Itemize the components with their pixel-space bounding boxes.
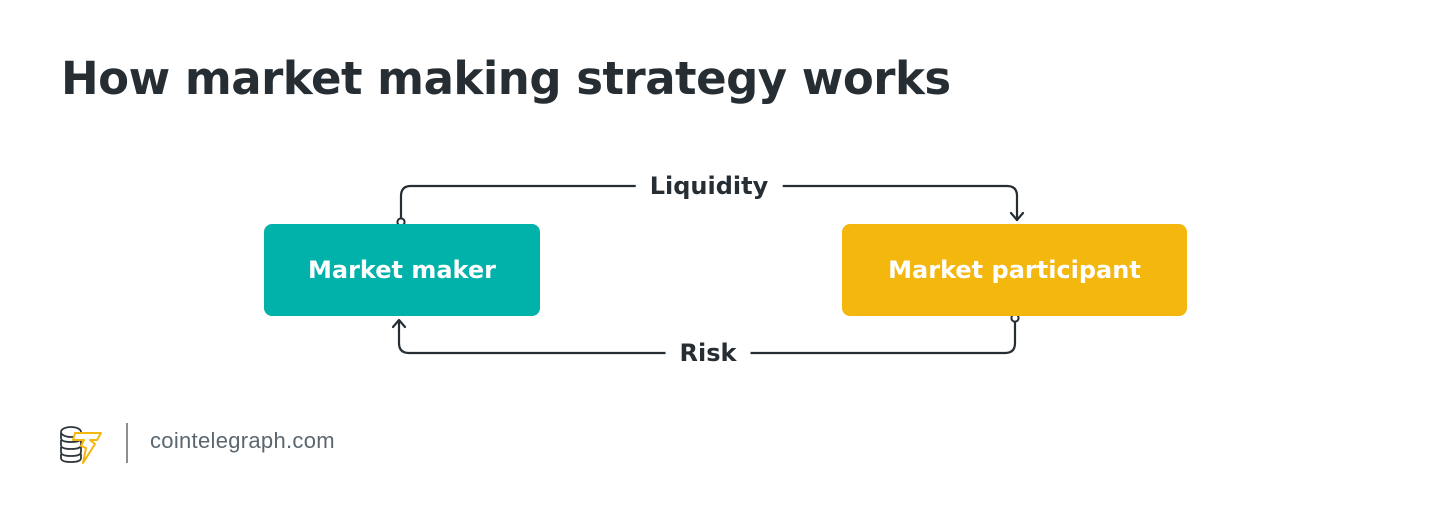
node-market-maker-label: Market maker <box>308 256 496 284</box>
risk-arrow-up-icon <box>391 318 407 329</box>
liquidity-arrow-down-icon <box>1009 211 1025 222</box>
node-market-participant: Market participant <box>842 224 1187 316</box>
footer-divider <box>126 423 128 463</box>
flow-label-liquidity: Liquidity <box>635 171 783 201</box>
footer-site-name: cointelegraph.com <box>150 428 335 453</box>
flow-label-risk: Risk <box>665 338 751 368</box>
cointelegraph-logo-icon <box>60 426 102 464</box>
node-market-participant-label: Market participant <box>888 256 1141 284</box>
node-market-maker: Market maker <box>264 224 540 316</box>
page-title: How market making strategy works <box>61 52 951 105</box>
